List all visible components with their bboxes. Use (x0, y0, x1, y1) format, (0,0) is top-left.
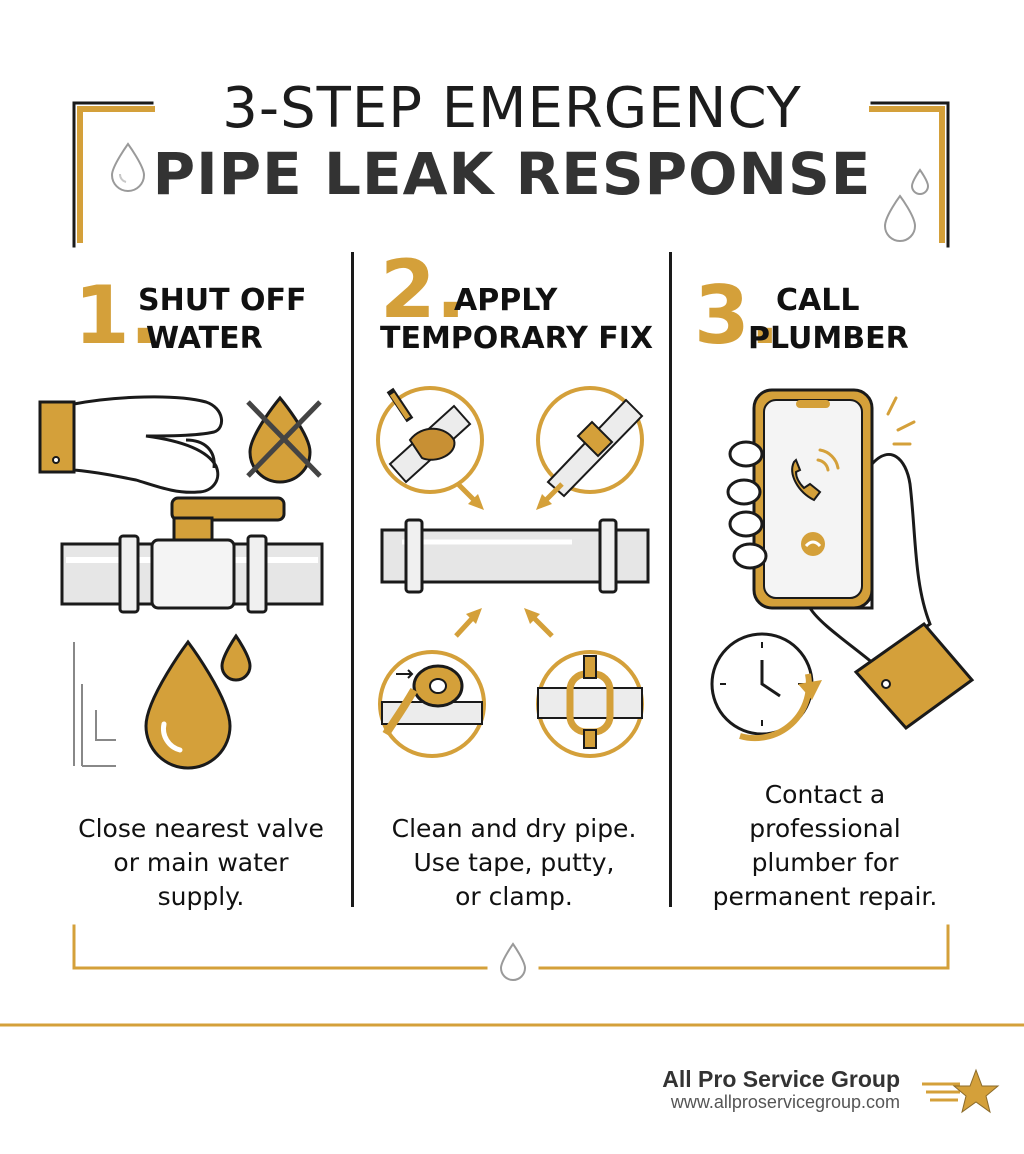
water-drop-icon (110, 142, 146, 192)
shut-off-valve-icon (38, 395, 324, 770)
water-drop-icon (499, 942, 527, 981)
step-title-line1: SHUT OFF (138, 283, 307, 318)
step-description: Close nearest valve or main water supply… (78, 814, 324, 911)
column-divider (669, 252, 672, 907)
water-drop-icon (883, 194, 917, 242)
brand-name: All Pro Service Group (662, 1066, 900, 1092)
step-description: Clean and dry pipe. Use tape, putty, or … (391, 814, 637, 911)
page-title-line2: PIPE LEAK RESPONSE (152, 140, 872, 208)
step-title-line2: TEMPORARY FIX (380, 321, 654, 356)
brand-url: www.allproservicegroup.com (670, 1092, 900, 1112)
star-logo-icon (922, 1068, 1000, 1114)
step-description: Contact a professional plumber for perma… (712, 780, 938, 911)
page-title-line1: 3-STEP EMERGENCY (222, 76, 802, 141)
step-title-line2: WATER (146, 321, 263, 356)
step-number: 1. (74, 269, 161, 362)
phone-call-icon (710, 388, 975, 742)
step-title-line2: PLUMBER (748, 321, 909, 356)
water-drop-icon (910, 168, 930, 195)
step-number: 3. (694, 269, 781, 362)
step-title-line1: APPLY (454, 283, 558, 318)
step-number: 2. (380, 243, 467, 336)
step-title-line1: CALL (776, 283, 860, 318)
pipe-repair-icon (376, 386, 650, 758)
column-divider (351, 252, 354, 907)
